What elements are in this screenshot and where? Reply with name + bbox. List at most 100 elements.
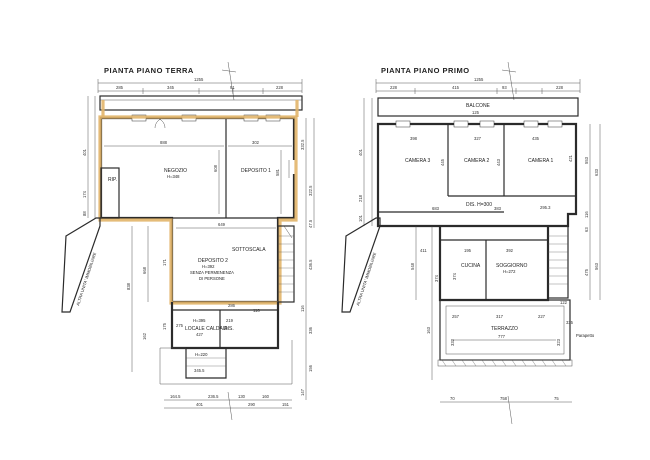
svg-text:219: 219 — [226, 318, 234, 323]
first-left-dimensions: 401 218 101 548 163 374 — [358, 98, 439, 380]
svg-text:888: 888 — [160, 140, 168, 145]
first-floor-plan: 1255 228 415 93 228 BALCONE 125 — [341, 61, 601, 425]
svg-text:171: 171 — [162, 258, 167, 266]
svg-text:668: 668 — [142, 266, 147, 274]
first-staircase — [547, 225, 569, 299]
svg-text:116: 116 — [584, 211, 589, 218]
svg-text:383: 383 — [494, 206, 502, 211]
svg-text:75: 75 — [554, 396, 559, 401]
svg-text:327: 327 — [474, 136, 482, 141]
svg-text:ALTRA UNITA' IMMOBILIARE: ALTRA UNITA' IMMOBILIARE — [355, 252, 377, 307]
svg-text:130: 130 — [238, 394, 246, 399]
ground-floor-title: PIANTA PIANO TERRA — [104, 66, 194, 75]
ground-bottom-dimensions: 164.5 236.5 130 160 401 290 151 — [164, 391, 292, 421]
room-ripostiglio: RIP. — [108, 177, 117, 183]
svg-text:1255: 1255 — [474, 77, 484, 82]
room-negozio-height: H=348 — [167, 174, 180, 179]
ground-top-dimensions: 1255 285 345 91 228 — [97, 61, 303, 101]
svg-text:286: 286 — [228, 303, 236, 308]
room-negozio: NEGOZIO — [164, 168, 187, 174]
svg-text:332.5: 332.5 — [300, 139, 305, 150]
svg-text:101: 101 — [358, 214, 363, 222]
room-locale-caldaia: LOCALE CALDAIA — [185, 326, 228, 332]
room-soggiorno-height: H=272 — [503, 269, 516, 274]
svg-text:302: 302 — [252, 140, 260, 145]
first-bottom-dimensions: 758 70 75 — [440, 395, 572, 425]
svg-text:91: 91 — [230, 85, 235, 90]
svg-text:63: 63 — [584, 227, 589, 232]
svg-text:335: 335 — [566, 320, 574, 325]
room-disimpegno-first: DIS. H=300 — [466, 202, 492, 208]
terrazzo: 257 317 227 TERRAZZO 777 332 323 335 122… — [437, 299, 595, 367]
svg-text:475: 475 — [584, 268, 589, 276]
caldaia-height-2: H=220 — [195, 352, 208, 357]
svg-text:421: 421 — [568, 154, 573, 162]
svg-text:116: 116 — [300, 305, 305, 312]
svg-text:401: 401 — [196, 402, 204, 407]
svg-text:236.5: 236.5 — [208, 394, 219, 399]
svg-text:290: 290 — [248, 402, 256, 407]
svg-text:548: 548 — [410, 262, 415, 270]
svg-text:683: 683 — [432, 206, 440, 211]
first-right-dimensions: 553 633 116 63 475 563 — [584, 124, 601, 300]
svg-text:608: 608 — [213, 164, 218, 172]
svg-text:436.5: 436.5 — [308, 259, 313, 270]
ground-adjacent-unit: ALTRA UNITA' IMMOBILIARE — [61, 217, 101, 313]
highlighted-unit-outline — [98, 115, 298, 305]
first-adjacent-unit: ALTRA UNITA' IMMOBILIARE — [341, 217, 381, 313]
svg-text:227: 227 — [538, 314, 546, 319]
first-floor-title: PIANTA PIANO PRIMO — [381, 66, 470, 75]
svg-text:ALTRA UNITA' IMMOBILIARE: ALTRA UNITA' IMMOBILIARE — [75, 252, 97, 307]
svg-text:401: 401 — [82, 148, 87, 156]
svg-text:581: 581 — [275, 168, 280, 176]
room-camera-2: CAMERA 2 — [464, 158, 490, 164]
svg-text:332: 332 — [450, 338, 455, 346]
svg-text:323: 323 — [556, 338, 561, 346]
first-windows — [395, 120, 563, 128]
svg-text:228: 228 — [276, 85, 284, 90]
svg-text:435: 435 — [532, 136, 540, 141]
svg-text:649: 649 — [218, 222, 226, 227]
room-deposito-1: DEPOSITO 1 — [241, 168, 271, 174]
svg-text:345: 345 — [167, 85, 175, 90]
svg-text:47.5: 47.5 — [308, 219, 313, 228]
svg-text:427: 427 — [196, 332, 204, 337]
svg-text:174: 174 — [82, 190, 87, 198]
svg-text:345.5: 345.5 — [194, 368, 205, 373]
svg-text:392: 392 — [506, 248, 514, 253]
room-terrazzo: TERRAZZO — [491, 326, 518, 332]
svg-text:563: 563 — [594, 262, 599, 270]
room-balcone: BALCONE — [466, 103, 491, 109]
svg-text:163: 163 — [426, 326, 431, 334]
svg-text:777: 777 — [498, 334, 506, 339]
svg-text:285: 285 — [116, 85, 124, 90]
svg-text:228: 228 — [390, 85, 398, 90]
room-camera-3: CAMERA 3 — [405, 158, 431, 164]
svg-text:151: 151 — [282, 402, 290, 407]
svg-text:415: 415 — [452, 85, 460, 90]
svg-text:443: 443 — [496, 158, 501, 166]
room-deposito-2: DEPOSITO 2 — [198, 258, 228, 264]
svg-text:398: 398 — [410, 136, 418, 141]
svg-text:295.3: 295.3 — [540, 205, 551, 210]
svg-text:156: 156 — [308, 364, 313, 372]
svg-text:275: 275 — [176, 323, 184, 328]
parapetto-label: Parapetto — [576, 333, 595, 338]
svg-text:195: 195 — [464, 248, 472, 253]
svg-text:401: 401 — [358, 148, 363, 156]
svg-text:322.5: 322.5 — [308, 185, 313, 196]
room-deposito-2-height: H=392 — [202, 264, 215, 269]
svg-text:374: 374 — [452, 272, 457, 280]
svg-text:758: 758 — [500, 396, 508, 401]
ground-left-dimensions: 401 174 88 838 668 162 171 175 — [82, 96, 167, 372]
svg-text:125: 125 — [472, 110, 480, 115]
svg-text:317: 317 — [496, 314, 504, 319]
ground-right-dimensions: 332.5 322.5 47.5 436.5 116 336 156 147 — [300, 118, 315, 400]
svg-text:838: 838 — [126, 282, 131, 290]
svg-text:1255: 1255 — [194, 77, 204, 82]
ground-staircase — [277, 225, 295, 303]
room-disimpegno: DIS. — [224, 326, 234, 332]
room-camera-1: CAMERA 1 — [528, 158, 554, 164]
svg-text:162: 162 — [142, 332, 147, 340]
